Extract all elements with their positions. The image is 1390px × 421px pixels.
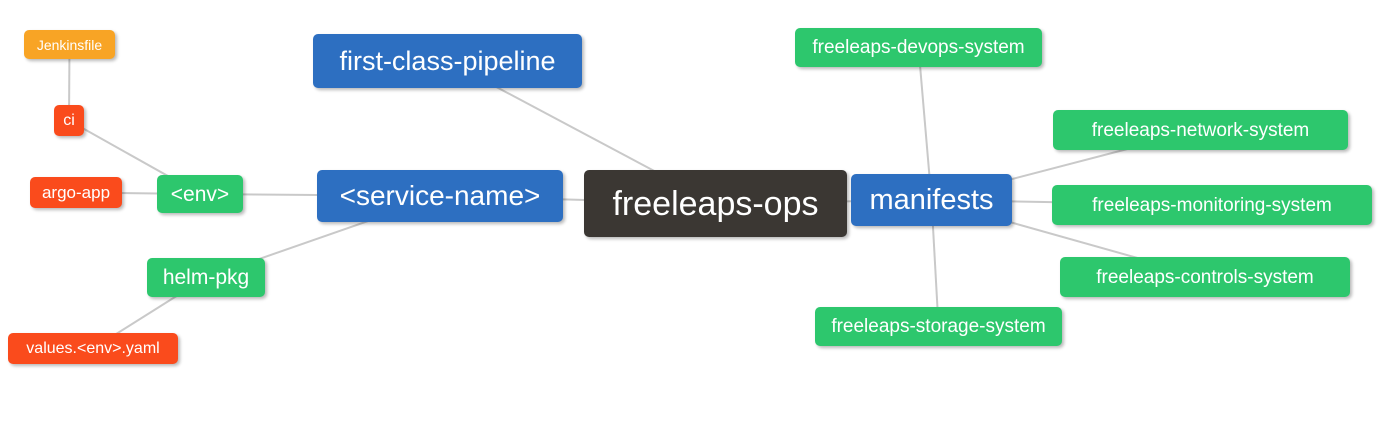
node-freeleaps-devops-system[interactable]: freeleaps-devops-system [795,28,1042,67]
node-freeleaps-controls-system[interactable]: freeleaps-controls-system [1060,257,1350,297]
node-label-env: <env> [170,182,230,206]
node-ci[interactable]: ci [54,105,84,136]
node-argo-app[interactable]: argo-app [30,177,122,208]
node-label-values-env-yaml: values.<env>.yaml [26,339,160,357]
node-label-freeleaps-devops-system: freeleaps-devops-system [812,37,1025,58]
node-label-freeleaps-storage-system: freeleaps-storage-system [831,316,1046,337]
node-env[interactable]: <env> [157,175,243,213]
node-freeleaps-monitoring-system[interactable]: freeleaps-monitoring-system [1052,185,1372,225]
node-label-freeleaps-monitoring-system: freeleaps-monitoring-system [1092,194,1332,216]
node-service-name[interactable]: <service-name> [317,170,563,222]
node-values-env-yaml[interactable]: values.<env>.yaml [8,333,178,364]
node-label-ci: ci [63,111,75,129]
node-label-freeleaps-network-system: freeleaps-network-system [1091,119,1310,141]
node-manifests[interactable]: manifests [851,174,1012,226]
node-label-service-name: <service-name> [339,180,541,211]
node-label-jenkinsfile: Jenkinsfile [36,36,103,53]
node-label-first-class-pipeline: first-class-pipeline [339,45,556,76]
node-helm-pkg[interactable]: helm-pkg [147,258,265,297]
node-freeleaps-storage-system[interactable]: freeleaps-storage-system [815,307,1062,346]
node-label-helm-pkg: helm-pkg [162,266,250,289]
node-label-freeleaps-controls-system: freeleaps-controls-system [1096,266,1314,288]
node-label-manifests: manifests [869,183,994,216]
node-freeleaps-network-system[interactable]: freeleaps-network-system [1053,110,1348,150]
node-label-argo-app: argo-app [41,183,111,202]
node-freeleaps-ops[interactable]: freeleaps-ops [584,170,847,237]
node-jenkinsfile[interactable]: Jenkinsfile [24,30,115,59]
node-label-freeleaps-ops: freeleaps-ops [612,184,819,223]
node-first-class-pipeline[interactable]: first-class-pipeline [313,34,582,88]
